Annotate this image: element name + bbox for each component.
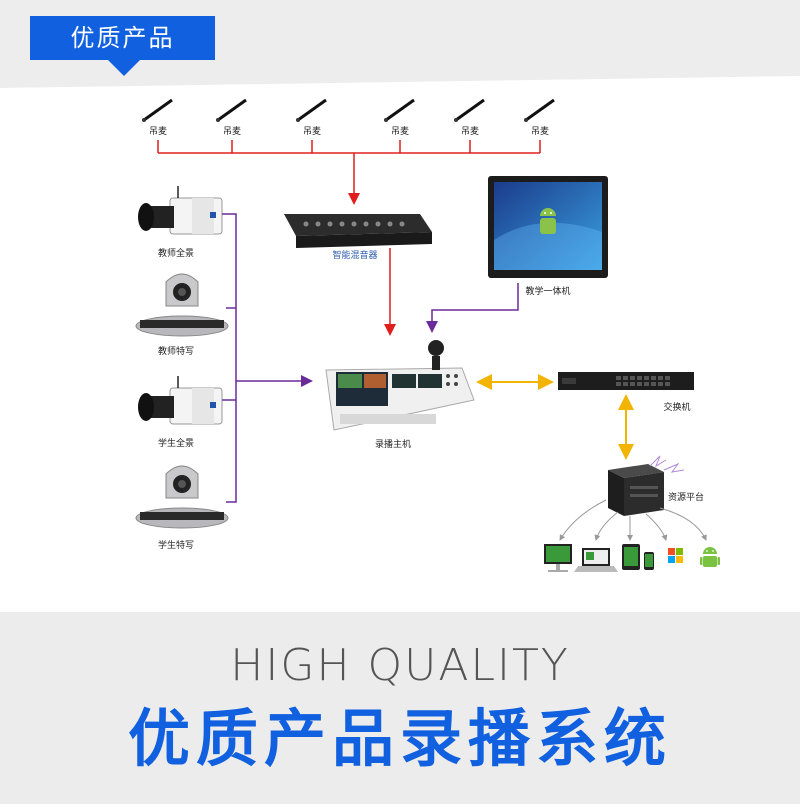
camera-label-student-wide: 学生全景 (157, 439, 195, 449)
client-tablet (622, 544, 640, 570)
header-tag-pointer (108, 60, 140, 76)
mic-label-4: 吊麦 (390, 127, 410, 137)
mic-6 (524, 98, 555, 122)
headline-chinese: 优质产品录播系统 (127, 702, 672, 775)
mic-5 (454, 98, 485, 122)
server-label: 资源平台 (667, 493, 705, 503)
mic-label-6: 吊麦 (530, 127, 550, 137)
client-laptop (574, 548, 618, 572)
client-desktop (544, 544, 572, 572)
mic-2 (216, 98, 247, 122)
headline-english: HIGH QUALITY (230, 640, 570, 691)
video-lines (222, 213, 313, 503)
header-tag: 优质产品 (30, 16, 215, 60)
mic-1 (142, 98, 173, 122)
switch-label: 交换机 (663, 403, 691, 413)
mixer-label: 智能混音器 (332, 251, 378, 261)
audio-lines (157, 140, 541, 336)
display-line (426, 283, 519, 333)
switch-device (558, 372, 694, 390)
mic-group (142, 98, 555, 122)
mic-label-3: 吊麦 (302, 127, 322, 137)
display-device (488, 176, 608, 278)
footer-band (0, 612, 800, 800)
camera-student-closeup (135, 465, 229, 529)
mic-label-5: 吊麦 (460, 127, 480, 137)
camera-teacher-closeup (135, 273, 229, 337)
client-lines (559, 499, 707, 541)
mixer-device (284, 214, 432, 248)
windows-icon (668, 548, 683, 563)
server-device (608, 455, 685, 516)
camera-label-student-closeup: 学生特写 (157, 541, 195, 551)
client-phone (644, 552, 654, 570)
recorder-device (325, 340, 475, 431)
camera-teacher-wide (138, 186, 223, 235)
mic-label-2: 吊麦 (222, 127, 242, 137)
android-icon (700, 547, 720, 567)
network-lines (476, 374, 634, 460)
mic-4 (384, 98, 415, 122)
camera-student-wide (138, 376, 223, 425)
recorder-label: 录播主机 (374, 440, 412, 450)
camera-label-teacher-closeup: 教师特写 (157, 347, 195, 357)
mic-3 (296, 98, 327, 122)
mic-label-1: 吊麦 (148, 127, 168, 137)
display-label: 教学一体机 (525, 287, 571, 297)
camera-label-teacher-wide: 教师全景 (157, 249, 195, 259)
